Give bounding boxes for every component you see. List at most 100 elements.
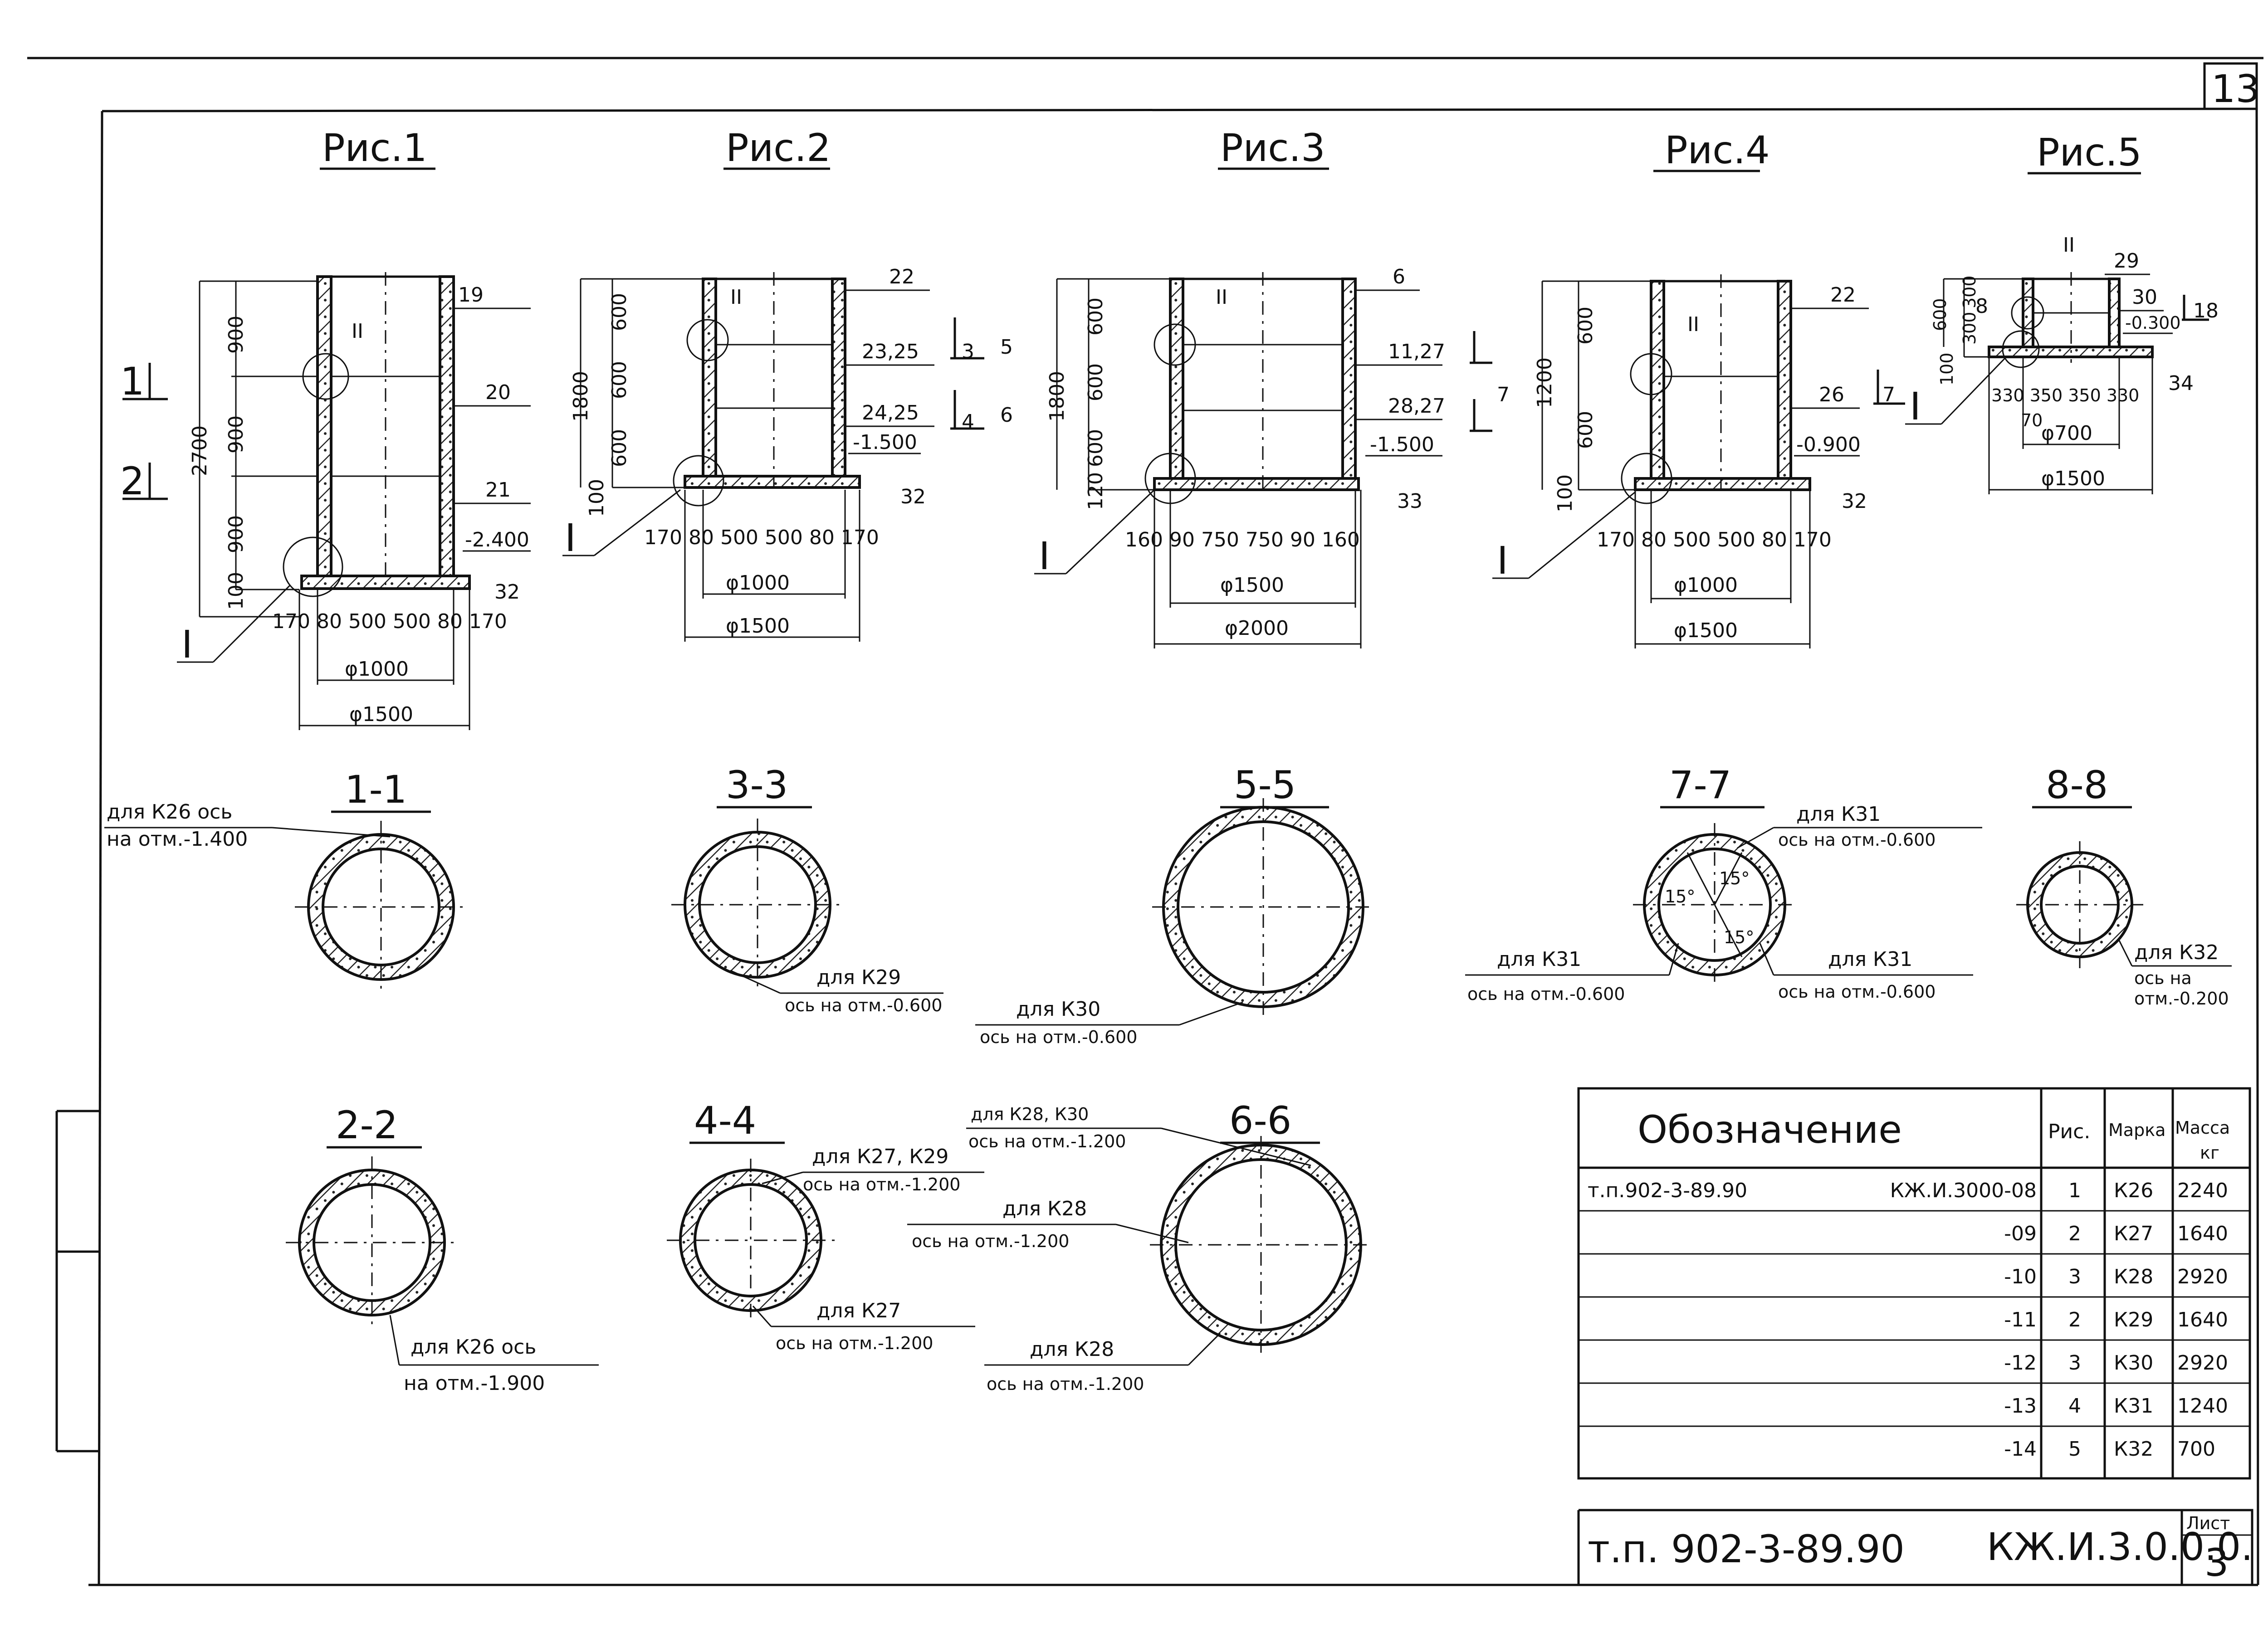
mark-1: 22 [889,265,914,288]
dim-h: 330 350 350 330 [1991,385,2139,405]
section-title: 2-2 [336,1103,398,1147]
note-line-2: ось на отм.-0.600 [1778,830,1936,850]
figure-title: Рис.2 [726,126,831,170]
diameter-outer: φ2000 [1225,617,1289,640]
node-1: I [181,622,193,667]
figure-5: Рис.5 300 300 100 600 29 30 -0.300 34 8 … [1905,130,2219,494]
level-mark: -2.400 [465,528,529,551]
dim-v4: 100 [585,479,608,517]
dim-v3: 100 [1554,474,1577,512]
section-1-1: 1-1 для К26 ось на отм.-1.400 [104,767,467,993]
row-mark: К30 [2114,1351,2153,1375]
row-mass: 1240 [2177,1394,2228,1418]
note-line-3: для К27 [816,1299,901,1322]
row-fig: 3 [2068,1351,2081,1375]
dim-h: 170 80 500 500 80 170 [1597,528,1832,551]
diameter-inner: φ700 [2041,422,2092,445]
wall-dim: 70 [2021,410,2043,430]
section-mark-b: 4 [962,410,974,434]
row-doc: -09 [2004,1222,2037,1245]
note-line-3: для К31 [1497,948,1581,971]
note-line-1: для К29 [816,966,901,989]
base-mark: 34 [2168,372,2194,395]
table-row: -10 3 К28 2920 [2004,1265,2228,1288]
row-mark: К28 [2114,1265,2153,1288]
node-2: II [352,320,363,343]
node-2: II [2063,234,2075,257]
mark-1: 22 [1830,283,1856,307]
title-stamp: т.п. 902-3-89.90 КЖ.И.3.0.0.0. Лист 3 [1577,1509,2253,1586]
dim-total: 1200 [1533,357,1556,408]
note-line-1: для К27, К29 [812,1145,948,1168]
col-mass: Масса [2175,1118,2230,1138]
section-8-8: 8-8 для К32 ось на отм.-0.200 [2016,763,2232,1009]
dim-total: 600 [1930,298,1950,331]
figure-2: Рис.2 600 600 600 100 1800 22 23,25 24,2… [562,126,984,642]
diameter-inner: φ1000 [1674,574,1738,597]
schedule-table: Обозначение Рис. Марка Масса кг т.п.902-… [1577,1087,2251,1480]
mark-2: 23,25 [862,340,919,363]
figure-3: Рис.3 600 600 600 120 1800 6 11,27 28,27… [1000,126,1492,648]
section-mark-a-left: 7 [1497,383,1510,406]
diameter-outer: φ1500 [726,614,790,638]
dim-total: 1800 [1046,371,1069,422]
note-line-2: на отм.-1.400 [107,828,248,851]
node-1: I [1039,534,1050,578]
stamp-sheet-number: 3 [2204,1540,2229,1585]
node-2: II [1216,286,1227,309]
diameter-outer: φ1500 [1674,619,1738,642]
table-row: -12 3 К30 2920 [2004,1351,2228,1375]
mark-3: 21 [485,478,511,502]
diameter-inner: φ1000 [345,658,409,681]
row-fig: 2 [2068,1222,2081,1245]
section-4-4: 4-4 для К27, К29 ось на отм.-1.200 для К… [667,1098,984,1353]
row-fig: 5 [2068,1438,2081,1461]
note-line-5: для К31 [1828,948,1912,971]
note-line-1: для К28, К30 [971,1104,1089,1124]
note-line-3: для К28 [1002,1197,1087,1220]
table-row: -14 5 К32 700 [2004,1438,2215,1461]
row-mass: 2920 [2177,1351,2228,1375]
row-mass: 700 [2177,1438,2215,1461]
row-code: т.п.902-3-89.90 [1588,1179,1747,1202]
base-mark: 32 [494,580,520,604]
note-line-1: для К26 ось [411,1336,536,1359]
level-mark: -1.500 [1370,433,1434,456]
figure-title: Рис.3 [1220,126,1325,170]
stamp-doc: КЖ.И.3.0.0.0. [1987,1525,2253,1569]
section-title: 8-8 [2046,763,2108,807]
dim-v3: 600 [608,429,631,467]
section-mark-a: 8 [1975,295,1988,318]
base-mark: 32 [900,485,926,508]
node-2: II [1687,313,1699,336]
note-line-2: ось на отм.-1.200 [803,1175,960,1194]
section-mark-b: 6 [1000,404,1013,427]
dim-v1: 600 [608,293,631,331]
row-mass: 1640 [2177,1222,2228,1245]
dim-h: 170 80 500 500 80 170 [272,610,507,633]
node-1: I [1910,384,1921,429]
level-mark: -0.300 [2125,313,2181,333]
section-mark-b: 2 [120,459,144,503]
col-mass-unit: кг [2200,1143,2219,1163]
row-fig: 4 [2068,1394,2081,1418]
dim-v4: 100 [225,572,248,610]
row-doc: -13 [2004,1394,2037,1418]
row-fig: 3 [2068,1265,2081,1288]
mark-1: 19 [458,283,484,307]
node-2: II [730,286,742,309]
dim-v2: 300 [1960,312,1980,345]
note-line-1: для К31 [1796,803,1881,826]
level-mark: -0.900 [1796,433,1861,456]
row-doc: -12 [2004,1351,2037,1375]
note-line-2: ось на [2134,968,2192,988]
figure-title: Рис.5 [2037,130,2142,175]
level-mark: -1.500 [853,431,917,454]
section-6-6: 6-6 для К28, К30 ось на отм.-1.200 для К… [907,1098,1372,1394]
row-mass: 2240 [2177,1179,2228,1202]
note-line-6: ось на отм.-0.600 [1778,982,1936,1002]
section-mark-a: 1 [120,359,144,404]
angle-label-bottom: 15° [1724,927,1754,947]
note-line-4: ось на отм.-1.200 [912,1231,1069,1251]
mark-1: 29 [2114,249,2139,273]
